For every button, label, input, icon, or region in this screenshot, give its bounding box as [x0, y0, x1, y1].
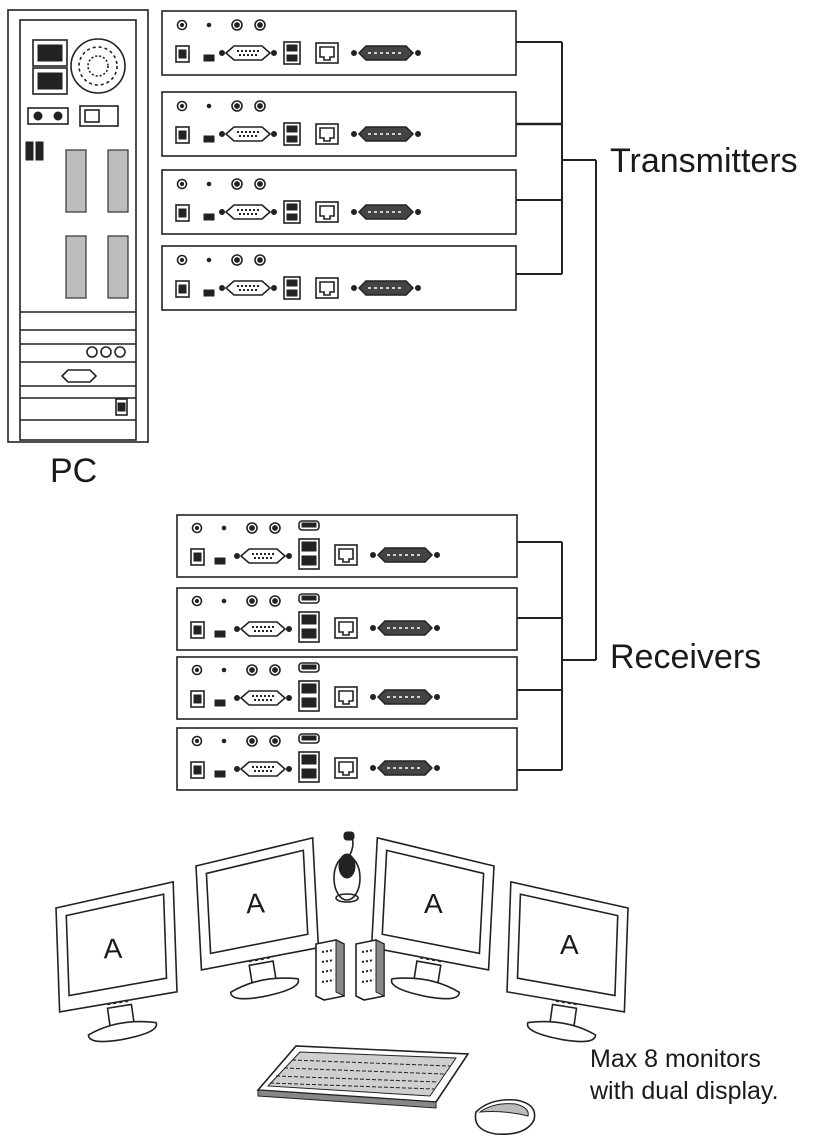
note-line-1: Max 8 monitors [590, 1045, 761, 1073]
receiver-unit-icon [176, 587, 518, 651]
receivers-label: Receivers [610, 638, 762, 676]
pc-tower-icon [7, 9, 149, 443]
transmitter-unit-icon [161, 169, 517, 235]
transmitter-unit-icon [161, 245, 517, 311]
speaker-icon [315, 939, 345, 1001]
monitor-letter: A [424, 888, 443, 919]
transmitter-bracket [516, 41, 597, 660]
transmitter-unit-icon [161, 10, 517, 76]
receiver-unit-icon [176, 514, 518, 578]
receiver-bracket [517, 541, 596, 771]
transmitters-label: Transmitters [610, 142, 798, 180]
monitor-letter: A [245, 887, 266, 919]
microphone-icon [333, 831, 361, 903]
keyboard-icon [256, 1045, 470, 1109]
mouse-icon [474, 1098, 536, 1136]
receiver-unit-icon [176, 656, 518, 720]
transmitter-unit-icon [161, 91, 517, 157]
monitor-letter: A [103, 933, 123, 965]
monitor-icon: A [193, 836, 322, 1002]
monitor-icon [368, 836, 497, 1002]
monitor-letter: A [560, 929, 579, 960]
monitor-note: Max 8 monitors with dual display. [590, 1043, 830, 1107]
note-line-2: with dual display. [590, 1077, 779, 1105]
pc-label: PC [50, 452, 98, 490]
monitor-icon: A [54, 880, 180, 1045]
receiver-unit-icon [176, 727, 518, 791]
monitor-icon [504, 880, 630, 1045]
speaker-icon [355, 939, 385, 1001]
